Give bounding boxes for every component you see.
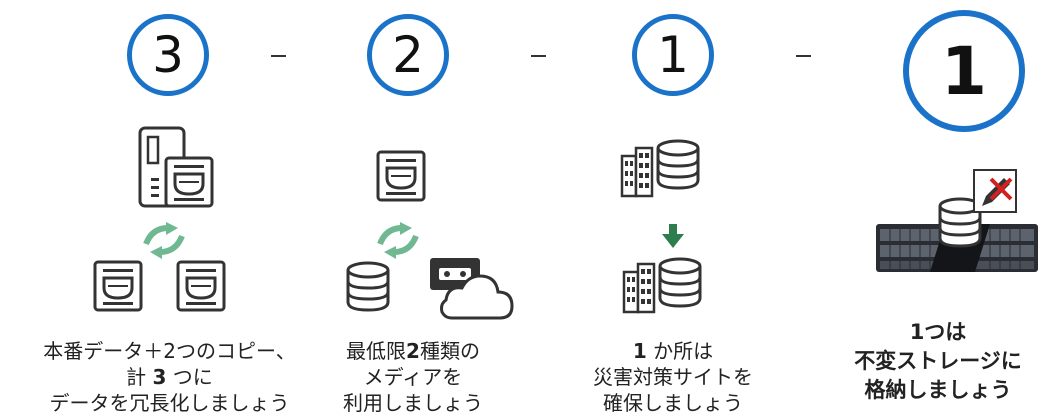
step-2-number-circle: 2 xyxy=(367,14,449,96)
step-2-caption: 最低限2種類の メディアを 利用しましょう xyxy=(318,338,508,416)
step-1-number-circle: 3 xyxy=(127,14,209,96)
step-4-caption-line-2: 不変ストレージに xyxy=(854,349,1022,373)
step-3-caption-line-3: 確保しましょう xyxy=(603,391,743,415)
separator-dash-3 xyxy=(796,55,811,57)
down-arrow-icon xyxy=(662,224,684,248)
building-icon-primary-site xyxy=(620,146,654,198)
database-icon-2 xyxy=(346,261,390,312)
sync-arrows-icon-2 xyxy=(380,222,416,259)
hard-drive-icon-copy-1 xyxy=(93,260,143,312)
step-4-caption: 1つは 不変ストレージに 格納しましょう xyxy=(838,318,1038,405)
step-4-caption-line-3: 格納しましょう xyxy=(864,378,1012,402)
separator-dash-2 xyxy=(531,55,546,57)
hard-drive-icon-2 xyxy=(376,150,426,202)
step-3-caption-line-1: 1 か所は xyxy=(632,339,714,363)
hard-drive-icon-primary xyxy=(164,156,214,208)
step-3-caption: 1 か所は 災害対策サイトを 確保しましょう xyxy=(566,338,780,416)
step-4-caption-line-1: 1つは xyxy=(909,320,967,344)
database-icon-dr-site xyxy=(658,257,702,308)
step-1-caption: 本番データ＋2つのコピー、 計 3 つに データを冗長化しましょう xyxy=(7,338,332,416)
hard-drive-icon-copy-2 xyxy=(176,260,226,312)
step-2-caption-line-2: メディアを xyxy=(363,365,463,389)
step-1-caption-line-3: データを冗長化しましょう xyxy=(49,391,290,415)
no-write-pen-icon xyxy=(973,169,1017,213)
database-icon-primary-site xyxy=(656,139,700,190)
step-1-caption-line-2: 計 3 つに xyxy=(126,365,213,389)
step-1-caption-line-1: 本番データ＋2つのコピー、 xyxy=(43,339,296,363)
cloud-icon xyxy=(440,274,514,320)
sync-arrows-icon-1 xyxy=(146,222,182,259)
step-3-number-circle: 1 xyxy=(632,14,714,96)
step-2-caption-line-3: 利用しましょう xyxy=(343,391,483,415)
separator-dash-1 xyxy=(271,55,286,57)
step-3-caption-line-2: 災害対策サイトを xyxy=(593,365,753,389)
building-icon-dr-site xyxy=(622,262,656,314)
step-2-caption-line-1: 最低限2種類の xyxy=(346,339,480,363)
step-4-number-circle: 1 xyxy=(903,10,1025,132)
